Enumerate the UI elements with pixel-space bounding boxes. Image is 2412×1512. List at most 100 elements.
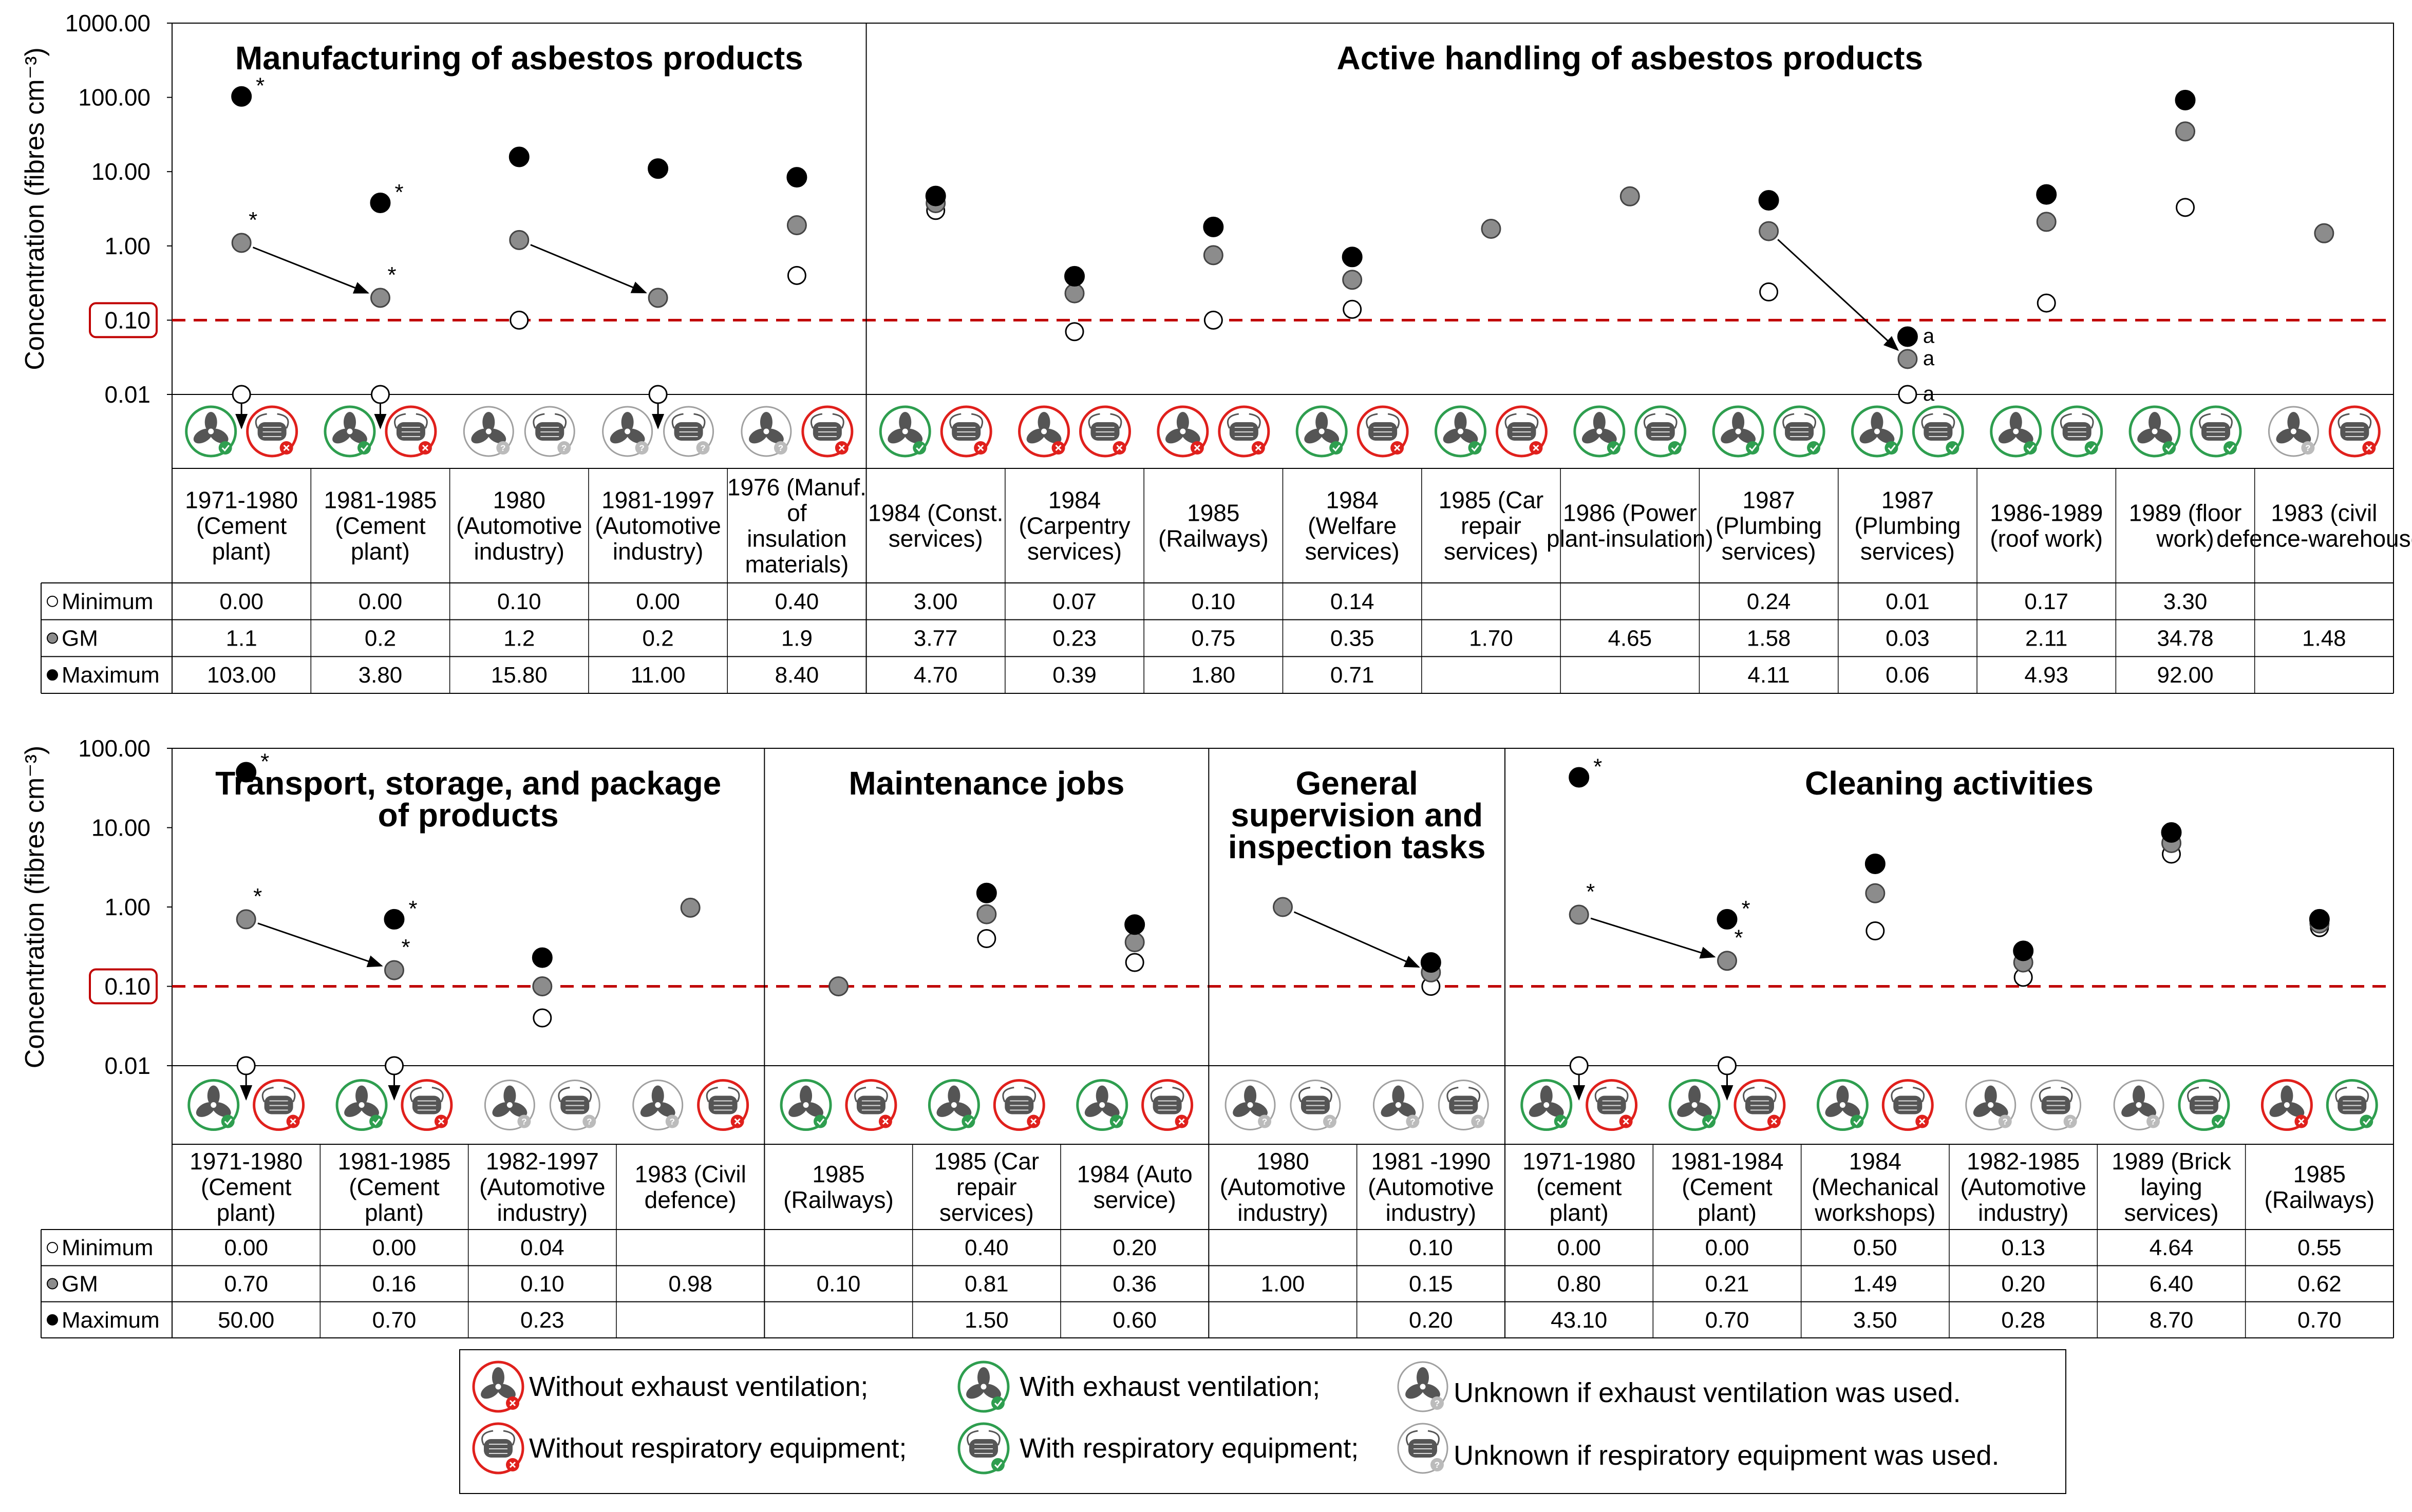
gm-point xyxy=(1717,951,1737,971)
star-marker: * xyxy=(249,207,257,233)
svg-text:?: ? xyxy=(1327,1117,1332,1127)
table-cell: 15.80 xyxy=(491,663,548,688)
y-axis-label: Concentration (fibres cm⁻³) xyxy=(20,746,50,1069)
respirator-icon: ? xyxy=(663,406,714,457)
ventilation-icon: ? xyxy=(484,1080,535,1130)
legend-text: Without exhaust ventilation; xyxy=(529,1371,868,1402)
max-point xyxy=(925,185,946,206)
svg-text:?: ? xyxy=(561,443,567,453)
max-point xyxy=(1124,914,1145,935)
table-cell: 1.48 xyxy=(2302,626,2346,651)
table-cell: 0.00 xyxy=(1705,1235,1749,1260)
respirator-icon xyxy=(2051,405,2103,458)
row-label: Maximum xyxy=(62,1308,160,1333)
respirator-icon xyxy=(1079,405,1131,458)
table-cell: 0.39 xyxy=(1052,663,1097,688)
legend-text: Without respiratory equipment; xyxy=(529,1433,907,1464)
max-point xyxy=(648,158,669,179)
min-point xyxy=(370,385,390,404)
svg-text:?: ? xyxy=(500,443,505,453)
group-title: Manufacturing of asbestos products xyxy=(235,40,803,77)
legend-box xyxy=(459,1349,2066,1494)
y-tick-label: 0.01 xyxy=(104,381,150,408)
gm-point xyxy=(1569,904,1589,925)
table-cell: 50.00 xyxy=(218,1308,274,1333)
max-point xyxy=(384,909,405,930)
table-cell: 4.93 xyxy=(2024,663,2068,688)
ventilation-icon: ? xyxy=(1224,1080,1276,1130)
ventilation-icon: ? xyxy=(2113,1080,2164,1130)
respirator-icon: ? xyxy=(1290,1080,1341,1130)
respirator-icon xyxy=(1141,1079,1194,1131)
row-legend-dot xyxy=(47,595,58,607)
respirator-icon: ? xyxy=(524,406,575,457)
min-point xyxy=(1125,953,1144,972)
gm-point xyxy=(1897,349,1918,369)
ventilation-icon xyxy=(335,1079,388,1131)
min-point xyxy=(1343,299,1362,319)
table-cell: 0.81 xyxy=(965,1272,1009,1297)
table-cell: 0.00 xyxy=(372,1235,417,1260)
max-point xyxy=(2161,822,2182,843)
svg-text:?: ? xyxy=(2305,443,2310,453)
y-tick-label: 100.00 xyxy=(78,735,150,762)
svg-text:?: ? xyxy=(639,443,644,453)
respirator-icon xyxy=(246,405,298,458)
ventilation-icon xyxy=(324,405,376,458)
respirator-icon xyxy=(697,1079,749,1131)
svg-text:?: ? xyxy=(587,1117,592,1127)
ventilation-icon xyxy=(1157,405,1209,458)
gm-point xyxy=(1759,221,1779,241)
ventilation-icon: ? xyxy=(2268,406,2319,457)
table-cell: 0.60 xyxy=(1113,1308,1157,1333)
row-legend-dot xyxy=(47,1278,58,1290)
star-marker: * xyxy=(1735,925,1743,951)
trend-arrow xyxy=(1293,911,1420,968)
gm-point xyxy=(236,909,256,930)
table-cell: 1.58 xyxy=(1747,626,1791,651)
legend-text: Unknown if exhaust ventilation was used. xyxy=(1454,1377,1961,1408)
row-label: Maximum xyxy=(62,663,160,688)
y-tick-label: 10.00 xyxy=(91,815,150,841)
table-cell: 4.64 xyxy=(2150,1235,2194,1260)
respirator-icon xyxy=(993,1079,1045,1131)
threshold-label-box xyxy=(89,302,158,338)
category-label: 1985(Railways) xyxy=(1158,500,1269,552)
table-cell: 0.24 xyxy=(1747,589,1791,614)
category-label: 1985(Railways) xyxy=(783,1161,894,1213)
table-cell: 0.00 xyxy=(636,589,680,614)
a-marker: a xyxy=(1923,347,1935,370)
row-legend-dot xyxy=(47,632,58,644)
table-cell: 0.13 xyxy=(2001,1235,2045,1260)
table-cell: 0.20 xyxy=(1409,1308,1453,1333)
table-cell: 0.00 xyxy=(224,1235,268,1260)
svg-text:?: ? xyxy=(1410,1117,1415,1127)
ventilation-icon xyxy=(928,1079,980,1131)
table-cell: 3.30 xyxy=(2163,589,2208,614)
ventilation-icon xyxy=(1573,405,1626,458)
category-label: 1986-1989(roof work) xyxy=(1990,500,2103,552)
ventilation-icon xyxy=(1435,405,1486,458)
table-cell: 0.20 xyxy=(2001,1272,2045,1297)
min-point xyxy=(787,266,806,285)
star-marker: * xyxy=(253,884,262,909)
table-cell: 0.06 xyxy=(1886,663,1930,688)
category-label: 1985(Railways) xyxy=(2264,1161,2375,1213)
star-marker: * xyxy=(1586,879,1595,904)
star-marker: * xyxy=(402,935,410,960)
min-point xyxy=(1759,282,1779,301)
ventilation-icon: ? xyxy=(463,406,514,457)
table-cell: 0.04 xyxy=(520,1235,564,1260)
gm-point xyxy=(1064,283,1085,304)
table-cell: 0.10 xyxy=(520,1272,564,1297)
table-cell: 43.10 xyxy=(1551,1308,1607,1333)
trend-arrow xyxy=(1590,917,1716,959)
